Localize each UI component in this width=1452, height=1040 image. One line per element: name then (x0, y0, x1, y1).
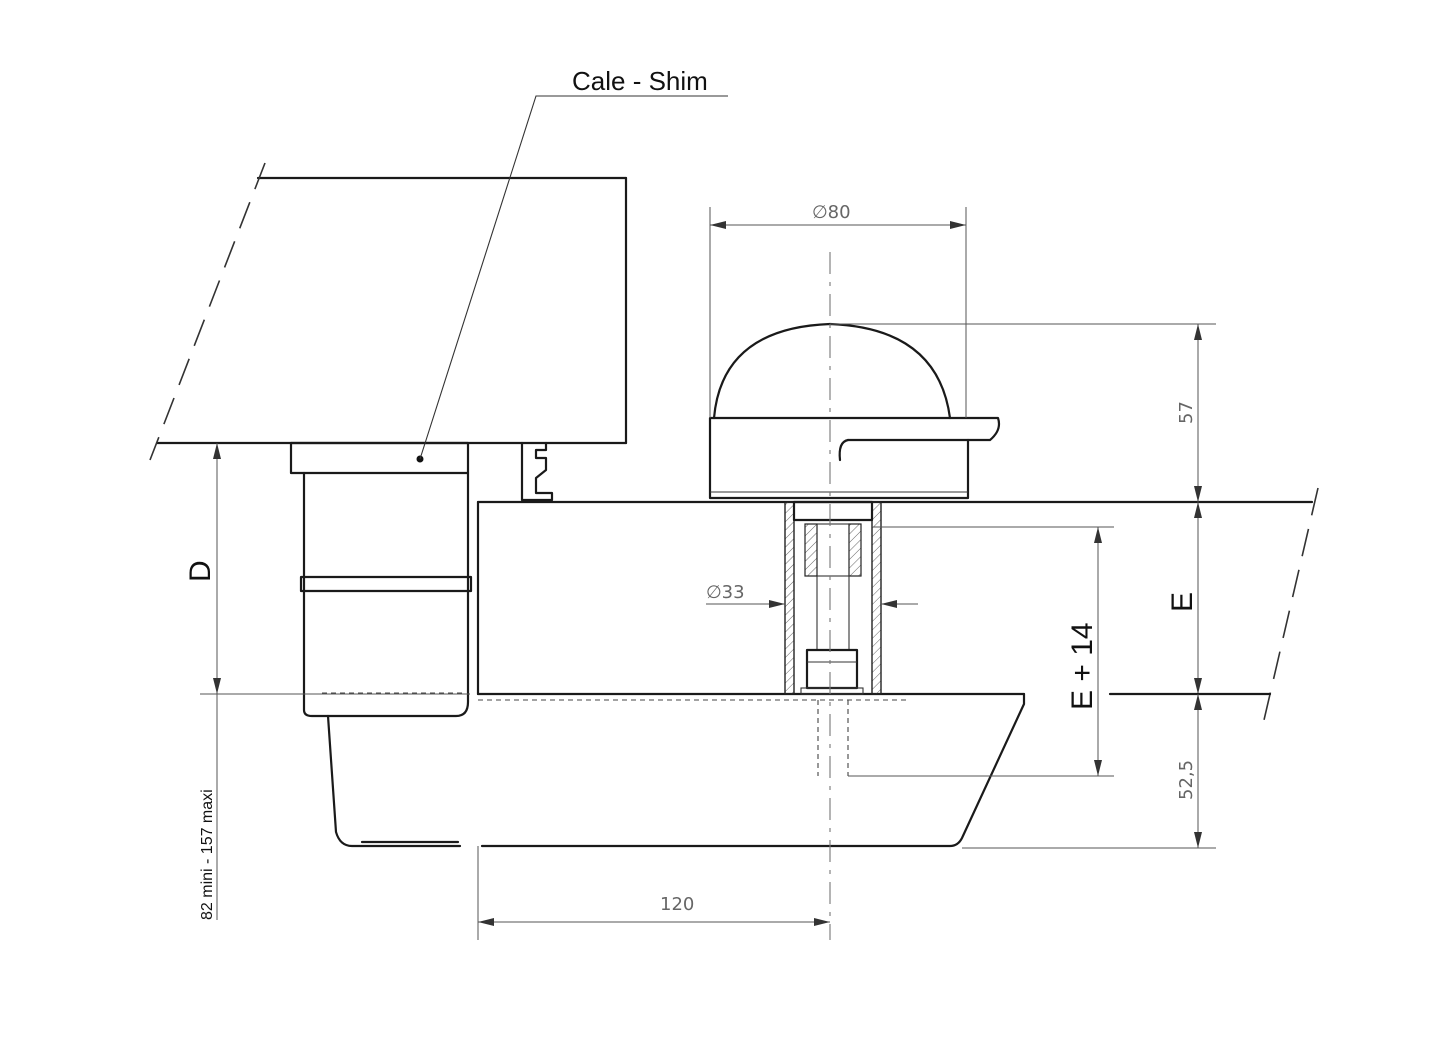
shim-block (289, 441, 470, 475)
dim-57: 57 (830, 323, 1216, 502)
spindle-section (784, 500, 882, 776)
dim-57-text: 57 (1176, 401, 1197, 424)
dim-e-plus-14-text: E + 14 (1066, 622, 1099, 710)
dim-e-plus-14: E + 14 (848, 526, 1114, 777)
lower-basin (326, 692, 1026, 848)
dim-33-text: ∅33 (706, 582, 745, 603)
upper-cabinet (149, 162, 628, 461)
dim-range-text: 82 mini - 157 maxi (199, 789, 216, 920)
callout-label: Cale - Shim (572, 66, 708, 96)
dim-e-right: E (1108, 502, 1272, 696)
dim-diameter-33: ∅33 (706, 582, 918, 608)
mounting-bracket (520, 441, 554, 502)
dim-120: 120 (477, 846, 830, 940)
dim-80-text: ∅80 (812, 202, 851, 223)
dim-52-5-text: 52,5 (1176, 760, 1197, 800)
left-cylinder (299, 471, 473, 718)
worktop-slab (476, 487, 1319, 721)
dim-diameter-80: ∅80 (709, 202, 967, 418)
dim-120-text: 120 (660, 894, 694, 915)
dim-d-text: D (184, 560, 217, 582)
dim-d: D (184, 443, 470, 695)
dim-52-5: 52,5 (962, 694, 1216, 849)
callout-leader: Cale - Shim (419, 66, 728, 460)
pump-dome (708, 322, 1001, 500)
dim-e-text: E (1166, 592, 1199, 612)
dim-range: 82 mini - 157 maxi (199, 694, 218, 920)
